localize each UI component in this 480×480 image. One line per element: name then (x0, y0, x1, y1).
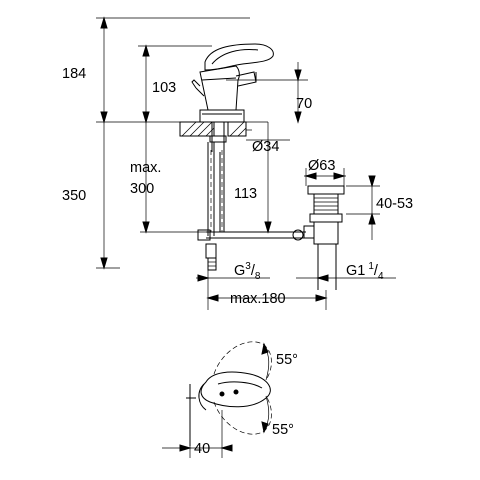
label-103: 103 (152, 80, 176, 96)
dimension-350 (100, 122, 108, 270)
side-elevation (96, 16, 396, 310)
inlet-connectors (205, 243, 217, 271)
top-view (162, 341, 272, 458)
label-40: 40 (194, 441, 210, 457)
label-70: 70 (296, 96, 312, 112)
label-hole-diameter: Ø34 (252, 139, 279, 155)
dimension-40-53 (346, 175, 380, 240)
label-thread-inlet: G3/8 (234, 261, 261, 282)
label-waste-diameter: Ø63 (308, 158, 335, 174)
waste-assembly (303, 185, 345, 290)
threaded-shank (209, 122, 227, 152)
dimension-300 (140, 122, 210, 234)
dimension-103 (142, 44, 150, 124)
dimension-63 (304, 168, 346, 186)
dimension-70 (226, 62, 308, 124)
label-angle-bottom: 55° (272, 422, 294, 438)
faucet-body (191, 43, 274, 123)
label-300: 300 (130, 181, 154, 197)
label-max-180: max.180 (230, 291, 286, 307)
label-350: 350 (62, 188, 86, 204)
pop-up-rod (197, 229, 306, 241)
label-113: 113 (234, 186, 257, 202)
label-40-53: 40-53 (376, 196, 413, 212)
label-max: max. (130, 160, 161, 176)
flexible-hoses (207, 142, 225, 236)
counter-top (179, 121, 252, 137)
label-184: 184 (62, 66, 86, 82)
label-angle-top: 55° (276, 352, 298, 368)
dimension-180 (206, 270, 328, 310)
dimension-184 (100, 16, 108, 124)
